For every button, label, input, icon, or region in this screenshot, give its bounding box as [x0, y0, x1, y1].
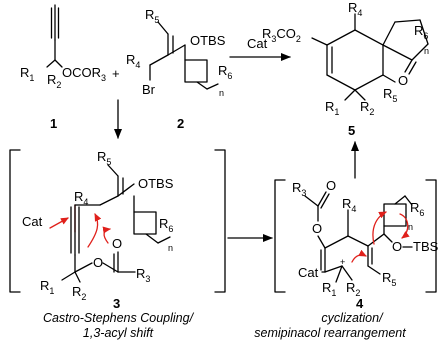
r2-label: R2 [360, 99, 374, 117]
ester-label: R3CO2 [262, 26, 301, 44]
carbonyl-o-label: O [326, 178, 336, 193]
r5-label: R5 [97, 149, 111, 167]
intermediate-4: R3 O O R4 R5 R6 n O TBS Cat + [274, 178, 438, 311]
caption-step3-line2: 1,3-acyl shift [83, 326, 154, 340]
catalyst-label: Cat [247, 36, 268, 51]
r3-label: R3 [292, 180, 306, 198]
ester-o-label: O [93, 255, 103, 270]
r1-label: R1 [322, 280, 336, 298]
compound-2: R5 R4 Br OTBS R6 n 2 [126, 7, 232, 131]
compound-number-4: 4 [356, 296, 364, 311]
r6-label: R6 [218, 63, 232, 81]
right-bracket-3 [214, 149, 226, 293]
r5-label: R5 [382, 270, 396, 288]
silyl-ether-o-label: O [392, 239, 402, 254]
r4-label: R4 [126, 52, 140, 70]
r4-label: R4 [348, 0, 362, 18]
compound-5: R4 R3CO2 O R6 n R1 R2 R5 5 [262, 0, 429, 138]
compound-1: R1 R2 OCOR3 1 [20, 4, 106, 131]
r2-label: R2 [72, 284, 86, 302]
r5-label: R5 [145, 7, 159, 25]
otbs-label: OTBS [138, 176, 174, 191]
ester-label: OCOR3 [62, 65, 106, 83]
n-label: n [168, 243, 173, 253]
catalyst-label: Cat [22, 214, 43, 229]
carbonyl-o-label: O [112, 236, 122, 251]
plus-sign: + [112, 66, 120, 81]
r4-label: R4 [342, 196, 356, 214]
r1-label: R1 [20, 65, 34, 83]
enol-o-label: O [312, 221, 322, 236]
tbs-label: TBS [413, 239, 438, 254]
n-label: n [424, 46, 429, 56]
br-label: Br [142, 82, 156, 97]
ketone-o-label: O [398, 73, 408, 88]
r4-label: R4 [74, 189, 88, 207]
r5-label: R5 [383, 86, 397, 104]
r6-label: R6 [410, 200, 424, 218]
n-label: n [219, 88, 224, 98]
compound-number-2: 2 [177, 116, 184, 131]
n-label: n [408, 222, 413, 232]
r3-label: R3 [136, 266, 150, 284]
left-bracket-3 [9, 149, 21, 293]
otbs-label: OTBS [190, 33, 226, 48]
left-bracket-4 [274, 179, 286, 293]
r2-label: R2 [346, 280, 360, 298]
caption-step4-line2: semipinacol rearrangement [254, 326, 406, 340]
intermediate-3: R5 OTBS R4 R6 n Cat O O R3 R1 [9, 149, 226, 311]
right-bracket-4 [425, 179, 437, 293]
compound-number-1: 1 [50, 116, 57, 131]
r1-label: R1 [40, 278, 54, 296]
caption-step3-line1: Castro-Stephens Coupling/ [43, 311, 195, 325]
caption-step4-line1: cyclization/ [321, 311, 384, 325]
catalyst-label: Cat [298, 265, 319, 280]
compound-number-5: 5 [348, 123, 355, 138]
r2-label: R2 [47, 72, 61, 90]
carbocation-plus: + [340, 257, 345, 267]
r1-label: R1 [325, 99, 339, 117]
r6-label: R6 [414, 23, 428, 41]
r6-label: R6 [159, 216, 173, 234]
compound-number-3: 3 [113, 296, 120, 311]
